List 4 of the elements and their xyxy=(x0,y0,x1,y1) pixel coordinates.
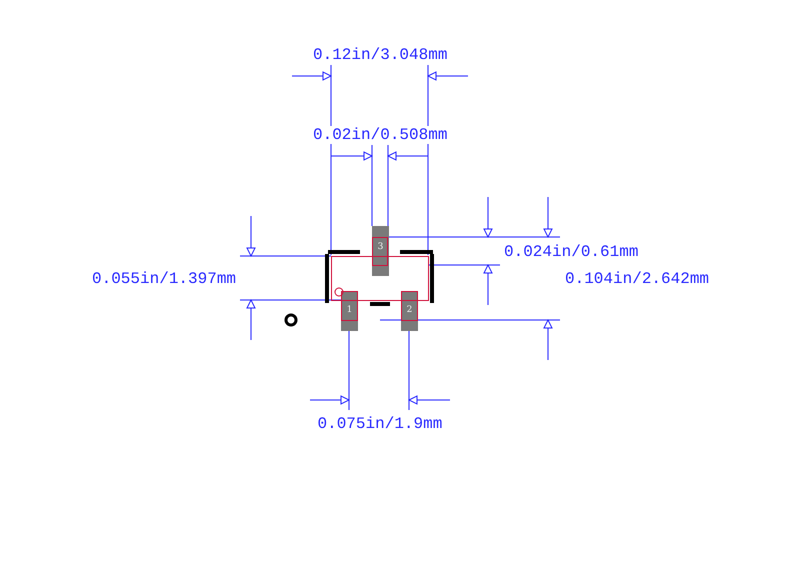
pad-number: 2 xyxy=(406,305,414,315)
dimension-label: 0.02in/0.508mm xyxy=(313,126,448,144)
pad-number: 1 xyxy=(346,305,354,315)
pad-number: 3 xyxy=(376,242,384,252)
